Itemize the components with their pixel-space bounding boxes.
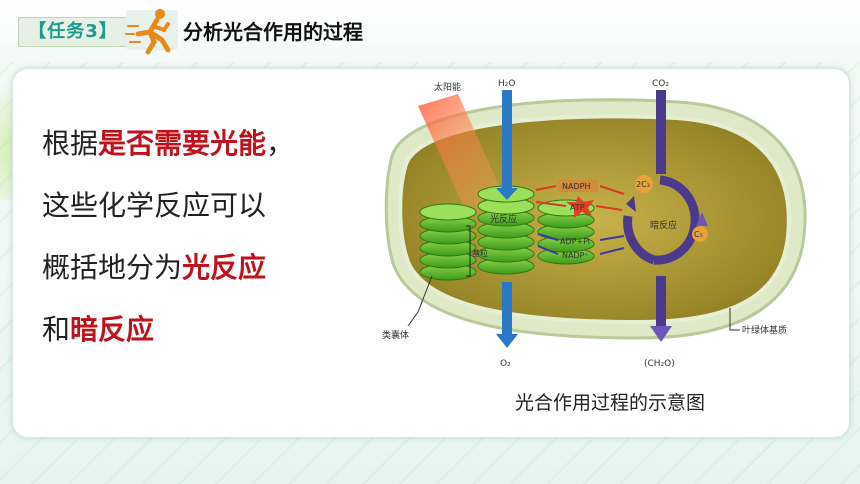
label-atp: ATP [570,203,585,212]
highlight-segment: 光反应 [182,251,267,284]
grana-bracket [466,225,471,277]
label-dark-reaction: 暗反应 [650,219,677,231]
header-bar: 【任务3】 分析光合作用的过程 [0,0,860,62]
text-segment: 和 [42,313,71,346]
label-light-reaction: 光反应 [490,213,517,225]
h2o-arrow [496,90,518,348]
text-segment: 根据 [42,127,99,160]
text-segment: 这些化学反应可以 [42,189,267,222]
photosynthesis-diagram: 太阳能 基粒 [382,79,807,369]
diagram-caption: 光合作用过程的示意图 [514,392,705,414]
highlight-segment: 是否需要光能 [98,127,267,160]
c5-circle [692,226,708,242]
nadph-box [558,180,598,192]
label-nadph: NADPH [562,182,590,191]
text-line-2: 这些化学反应可以 [42,180,342,242]
text-line-1: 根据是否需要光能， [42,118,342,180]
runner-icon [125,9,178,55]
calvin-cycle [623,175,708,265]
c3-circle [635,175,653,193]
task-tag: 【任务3】 [18,17,128,47]
label-c2: 2C₃ [636,180,650,189]
label-thylakoid: 类囊体 [382,329,409,341]
label-adp-pi: ADP+Pi [560,237,590,246]
co2-arrow [650,90,672,342]
text-line-3: 概括地分为光反应 [42,242,342,304]
atp-burst [566,196,594,218]
main-text: 根据是否需要光能， 这些化学反应可以 概括地分为光反应 和暗反应 [42,118,342,366]
label-c5: C₅ [694,230,703,239]
thylakoid-pointer [407,275,433,327]
label-o2: O₂ [500,359,511,369]
energy-arrows [535,185,625,255]
text-segment: ， [266,127,295,160]
stroma-pointer [729,308,740,331]
label-solar-energy: 太阳能 [434,81,461,93]
granum-1 [419,203,477,281]
label-nadp: NADP⁺ [562,251,589,260]
text-segment: 概括地分为 [42,251,183,284]
label-h2o: H₂O [498,79,515,89]
label-grana: 基粒 [472,248,488,258]
label-co2: CO₂ [652,79,669,89]
page-title: 分析光合作用的过程 [183,20,363,44]
sunlight-beam [418,94,508,216]
text-line-4: 和暗反应 [42,304,342,366]
granum-2 [477,185,535,275]
label-stroma: 叶绿体基质 [742,324,787,336]
label-ch2o: (CH₂O) [644,359,675,369]
highlight-segment: 暗反应 [70,313,155,346]
